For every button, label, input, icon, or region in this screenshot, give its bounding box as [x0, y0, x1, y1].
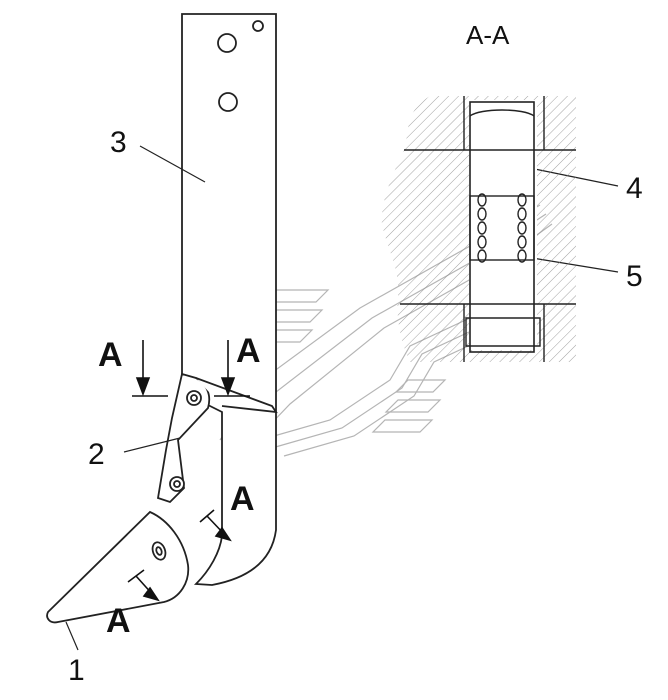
shank-part-3: [181, 13, 277, 586]
section-mark-a-left: A: [98, 336, 123, 374]
section-title: A-A: [466, 20, 510, 50]
callout-3: 3: [110, 126, 127, 159]
callout-4: 4: [626, 172, 643, 205]
section-mark-a-lower-right: A: [230, 480, 255, 518]
bracket-part-2: [156, 372, 278, 504]
callout-5: 5: [626, 260, 643, 293]
callout-2: 2: [88, 438, 105, 471]
callout-1: 1: [68, 654, 85, 687]
section-view-aa: [381, 96, 576, 362]
section-mark-a-lower-left: A: [106, 602, 131, 640]
section-mark-a-right: A: [236, 332, 261, 370]
section-arrows: [127, 340, 250, 602]
